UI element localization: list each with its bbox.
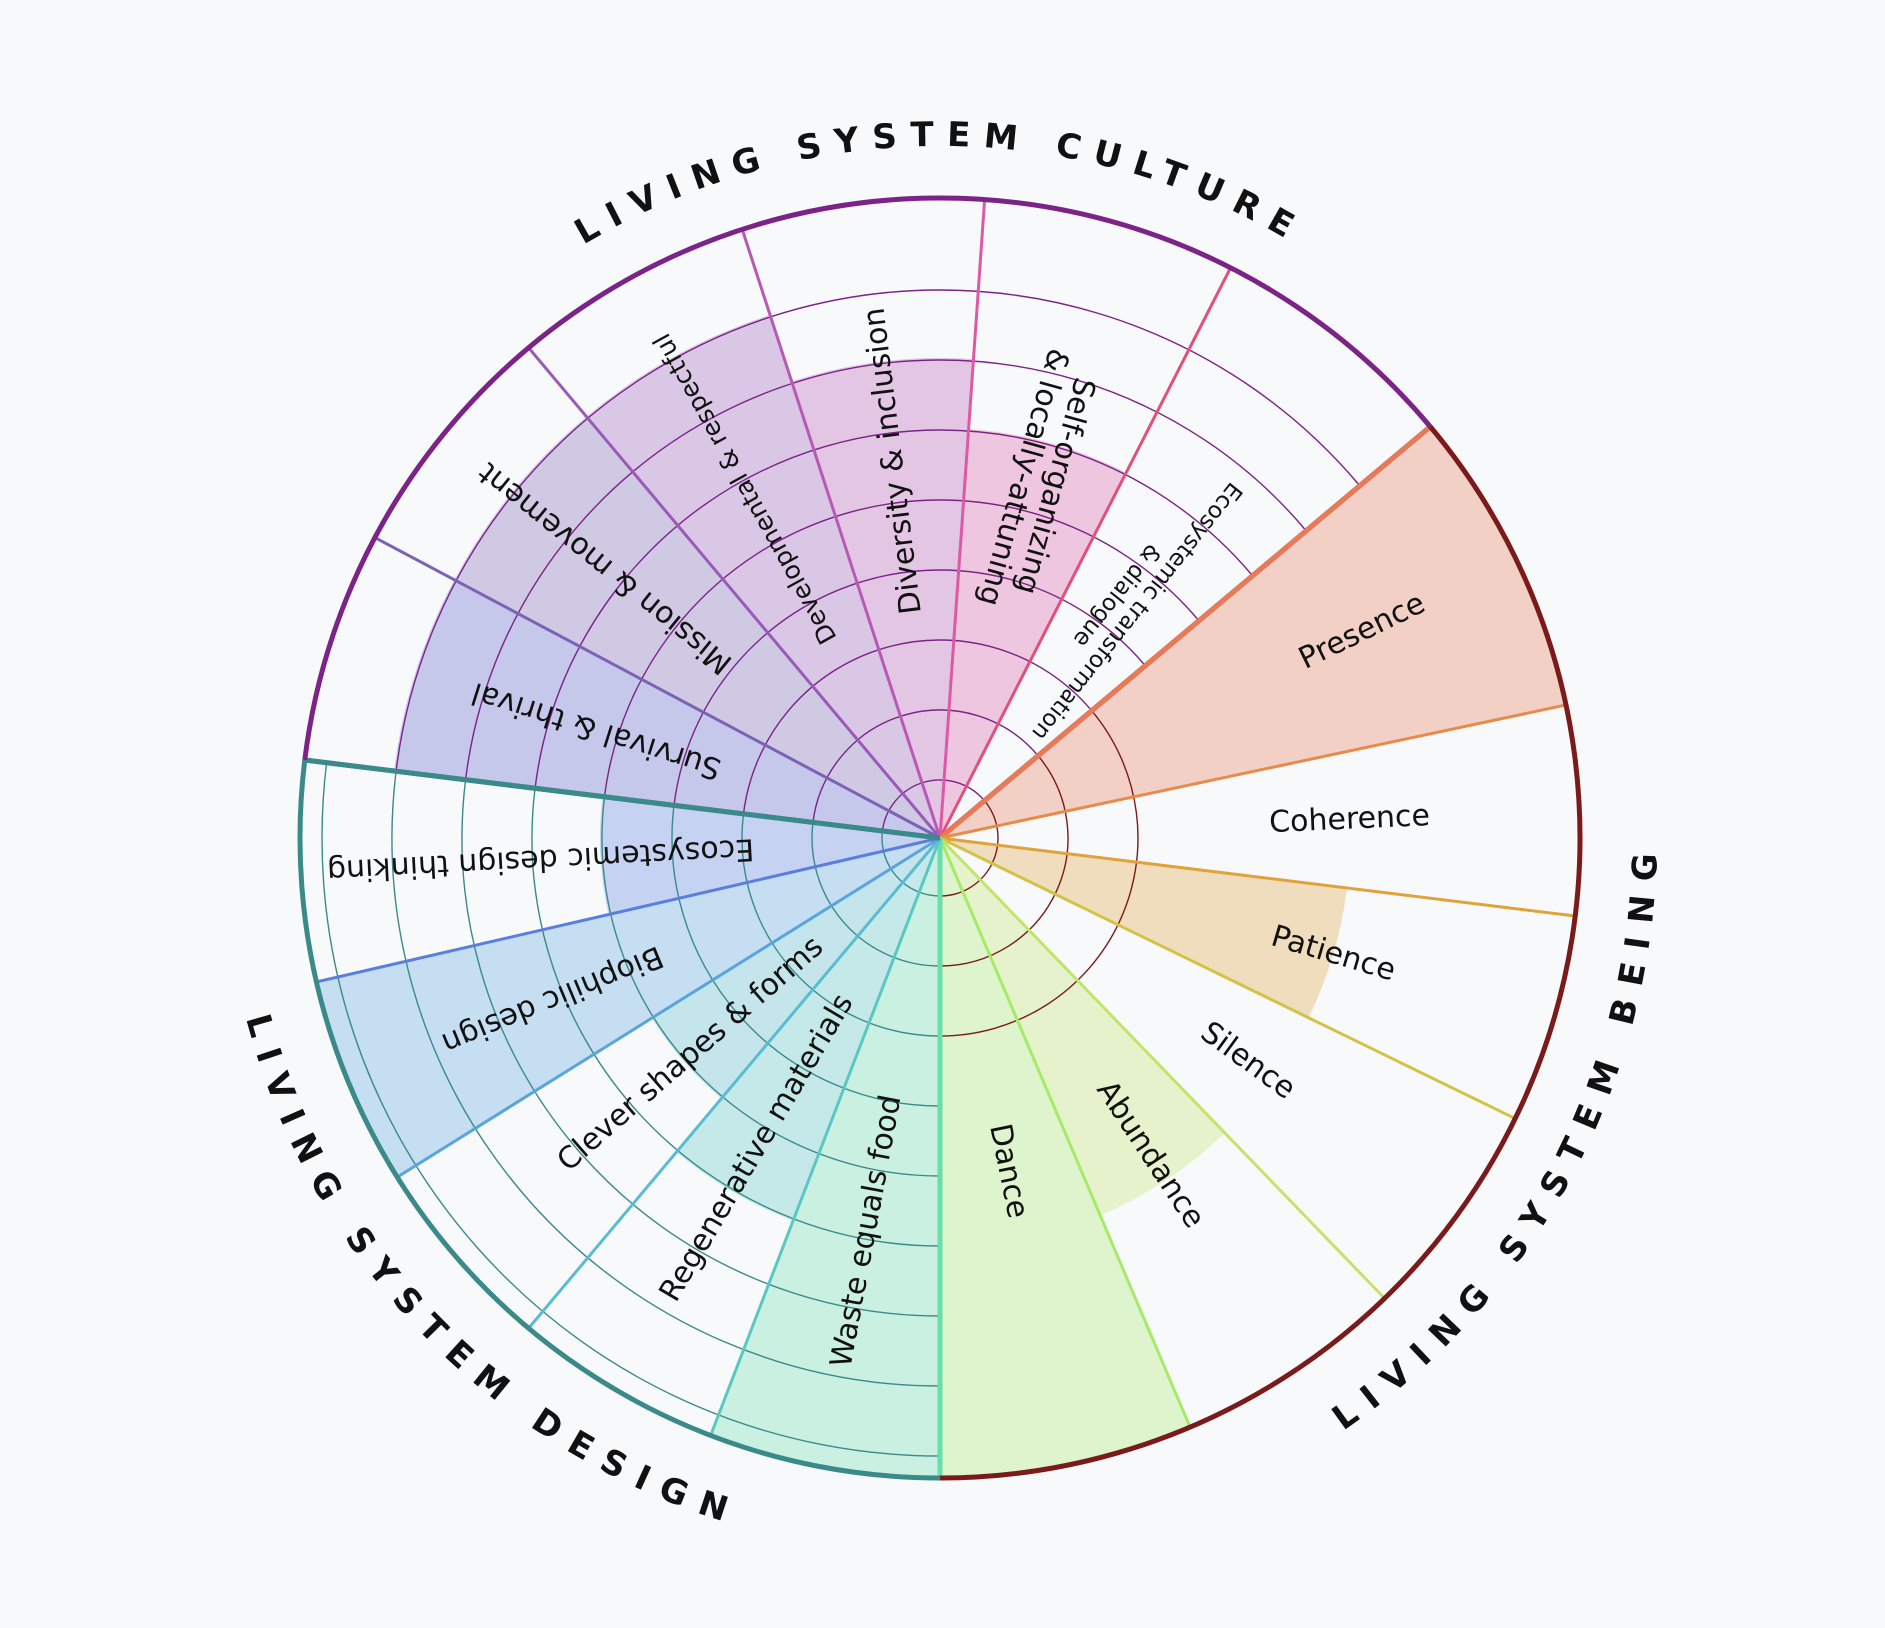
level-ring-2-5 [601, 796, 941, 1177]
segment-divider-2-3 [396, 836, 941, 1179]
segment-label-coherence: Coherence [1268, 798, 1430, 840]
dimension-title-1: LIVING SYSTEM BEING [1325, 840, 1666, 1439]
segment-divider-0-4 [938, 199, 987, 839]
level-ring-2-9 [321, 762, 941, 1457]
level-ring-0-3 [742, 639, 1093, 814]
segment-divider-1-0 [938, 424, 1432, 840]
segment-divider-0-2 [527, 346, 942, 839]
segment-fill-2-2 [651, 838, 940, 1099]
segment-fill-0-1 [454, 416, 940, 838]
dimension-rim-2 [297, 759, 941, 1481]
segment-fill-1-4 [940, 838, 1225, 1216]
segment-fill-0-2 [586, 314, 940, 838]
level-ring-2-4 [671, 805, 941, 1107]
level-ring-2-1 [881, 830, 941, 897]
segment-divider-1-3 [939, 836, 1516, 1120]
level-ring-0-7 [464, 359, 1307, 780]
level-ring-1-2 [939, 755, 1069, 967]
segment-divider-0-3 [740, 228, 942, 839]
level-ring-2-2 [811, 822, 941, 967]
segment-fill-0-4 [940, 429, 1127, 838]
segment-dividers [304, 199, 1576, 1478]
dimension-title-0: LIVING SYSTEM CULTURE [568, 115, 1312, 253]
segment-divider-1-4 [938, 836, 1386, 1300]
level-ring-1-3 [939, 710, 1139, 1037]
dimension-outlines [297, 195, 1583, 1481]
level-rings [321, 289, 1361, 1457]
dimension-rim-1 [939, 425, 1583, 1481]
segment-divider-1-1 [939, 703, 1567, 840]
segment-fill-2-3 [316, 838, 940, 1178]
dimension-rim-0 [302, 195, 1433, 761]
level-ring-0-2 [812, 709, 1039, 823]
segment-fill-0-3 [791, 358, 974, 838]
segment-divider-0-1 [374, 536, 941, 840]
segment-fills [316, 314, 1567, 1478]
level-ring-0-1 [881, 779, 985, 832]
segment-fill-2-4 [599, 796, 940, 915]
segment-fill-1-5 [940, 838, 1191, 1478]
segment-fill-0-0 [394, 579, 941, 838]
segment-divider-2-1 [709, 837, 942, 1437]
segment-fill-1-0 [940, 426, 1567, 838]
segment-fill-2-0 [710, 838, 940, 1478]
level-ring-0-8 [395, 289, 1361, 772]
segment-divider-1-2 [939, 836, 1576, 918]
segment-fill-1-2 [940, 838, 1347, 1018]
dimension-boundary-2 [304, 757, 941, 841]
level-ring-2-7 [461, 779, 941, 1317]
segment-divider-1-5 [938, 837, 1192, 1428]
level-ring-0-4 [673, 569, 1146, 806]
segment-divider-2-4 [316, 836, 941, 984]
level-ring-2-6 [531, 788, 941, 1247]
segment-label-silence: Silence [1194, 1015, 1302, 1107]
segment-fill-2-1 [676, 838, 940, 1221]
level-ring-2-3 [741, 813, 941, 1037]
level-ring-0-5 [603, 499, 1200, 797]
segment-divider-0-5 [938, 267, 1232, 839]
segment-divider-2-2 [527, 837, 942, 1330]
level-ring-0-6 [534, 429, 1254, 789]
level-ring-2-8 [391, 771, 941, 1387]
